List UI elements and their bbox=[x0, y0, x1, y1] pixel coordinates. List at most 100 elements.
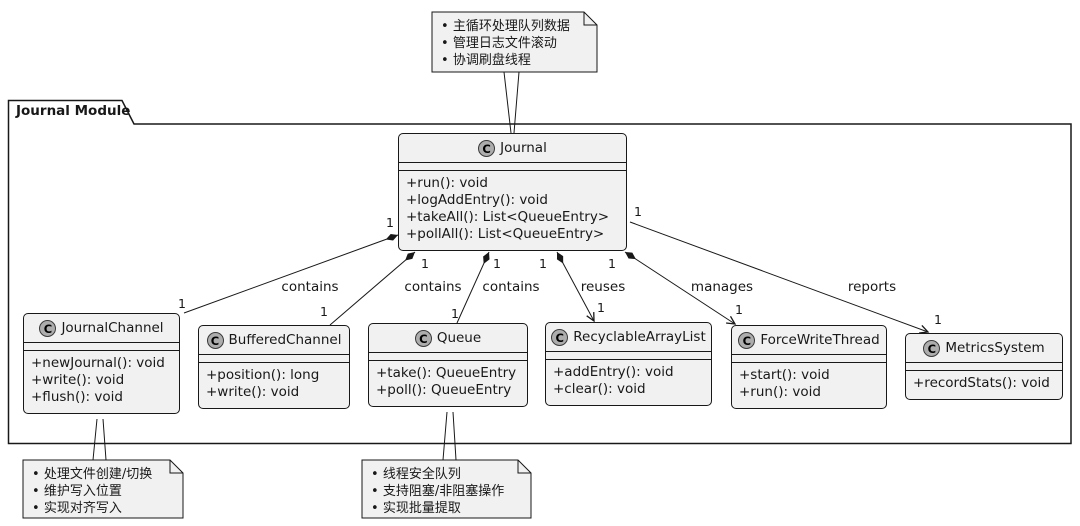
note-line: 管理日志文件滚动 bbox=[441, 35, 570, 52]
class-queue: C Queue +take(): QueueEntry+poll(): Queu… bbox=[368, 323, 528, 407]
class-forcewritethread-header: C ForceWriteThread bbox=[732, 326, 886, 354]
class-circle-icon: C bbox=[478, 139, 496, 157]
note-line: 实现对齐写入 bbox=[32, 500, 152, 517]
class-methods: +start(): void+run(): void bbox=[732, 363, 886, 408]
method-item: +newJournal(): void bbox=[31, 355, 165, 371]
multiplicity-label: 1 bbox=[539, 256, 547, 271]
class-fields-compartment bbox=[24, 342, 179, 351]
multiplicity-label: 1 bbox=[934, 312, 942, 327]
class-methods: +recordStats(): void bbox=[906, 371, 1062, 399]
class-fields-compartment bbox=[399, 162, 626, 171]
multiplicity-label: 1 bbox=[421, 256, 429, 271]
note-journalchannel: 处理文件创建/切换维护写入位置实现对齐写入 bbox=[32, 466, 152, 517]
method-item: +write(): void bbox=[31, 372, 125, 388]
edge-journal-journalchannel bbox=[183, 233, 399, 314]
class-name: Queue bbox=[436, 330, 482, 346]
class-methods: +run(): void+logAddEntry(): void+takeAll… bbox=[399, 171, 626, 250]
class-fields-compartment bbox=[906, 362, 1062, 371]
class-name: ForceWriteThread bbox=[760, 332, 880, 348]
method-item: +run(): void bbox=[406, 175, 488, 191]
class-metricssystem: C MetricsSystem +recordStats(): void bbox=[905, 333, 1063, 400]
class-journalchannel: C JournalChannel +newJournal(): void+wri… bbox=[23, 313, 180, 414]
multiplicity-label: 1 bbox=[597, 300, 605, 315]
edge-label-reports: reports bbox=[847, 279, 897, 295]
note-journal-fold-icon bbox=[583, 12, 597, 26]
edge-journal-bufferedchannel bbox=[329, 251, 416, 326]
edge-journal-recyclablearraylist bbox=[556, 251, 595, 323]
class-fields-compartment bbox=[369, 352, 527, 361]
note-line: 主循环处理队列数据 bbox=[441, 18, 570, 35]
class-name: BufferedChannel bbox=[228, 332, 342, 348]
class-circle-icon: C bbox=[39, 319, 57, 337]
class-circle-icon: C bbox=[923, 339, 941, 357]
class-recyclablearraylist-header: C RecyclableArrayList bbox=[546, 323, 711, 351]
class-fields-compartment bbox=[199, 354, 349, 363]
note-line: 线程安全队列 bbox=[371, 466, 504, 483]
note-journalchannel-fold-icon bbox=[169, 460, 183, 474]
class-journal-header: C Journal bbox=[399, 134, 626, 162]
method-item: +write(): void bbox=[206, 384, 300, 400]
class-circle-icon: C bbox=[738, 331, 756, 349]
multiplicity-label: 1 bbox=[386, 215, 394, 230]
method-item: +clear(): void bbox=[553, 381, 646, 397]
multiplicity-label: 1 bbox=[451, 306, 459, 321]
note-connector-queue bbox=[442, 411, 457, 461]
edge-label-contains-queue: contains bbox=[482, 279, 540, 295]
note-connector-journalchannel bbox=[92, 418, 107, 461]
method-item: +pollAll(): List<QueueEntry> bbox=[406, 226, 605, 242]
class-recyclablearraylist: C RecyclableArrayList +addEntry(): void+… bbox=[545, 322, 712, 406]
note-line: 实现批量提取 bbox=[371, 500, 504, 517]
note-queue: 线程安全队列支持阻塞/非阻塞操作实现批量提取 bbox=[371, 466, 504, 517]
multiplicity-label: 1 bbox=[493, 256, 501, 271]
note-journal: 主循环处理队列数据管理日志文件滚动协调刷盘线程 bbox=[441, 18, 570, 69]
class-name: Journal bbox=[500, 140, 547, 156]
class-circle-icon: C bbox=[414, 329, 432, 347]
method-item: +logAddEntry(): void bbox=[406, 192, 548, 208]
method-item: +poll(): QueueEntry bbox=[376, 382, 512, 398]
method-item: +flush(): void bbox=[31, 389, 123, 405]
class-metricssystem-header: C MetricsSystem bbox=[906, 334, 1062, 362]
note-connector-journal bbox=[503, 71, 520, 134]
edge-journal-metricssystem bbox=[629, 221, 930, 334]
note-line: 维护写入位置 bbox=[32, 483, 152, 500]
class-methods: +position(): long+write(): void bbox=[199, 363, 349, 408]
package-title: Journal Module bbox=[16, 103, 131, 119]
multiplicity-label: 1 bbox=[178, 296, 186, 311]
note-line: 支持阻塞/非阻塞操作 bbox=[371, 483, 504, 500]
method-item: +recordStats(): void bbox=[913, 375, 1050, 391]
method-item: +start(): void bbox=[739, 367, 830, 383]
multiplicity-label: 1 bbox=[735, 302, 743, 317]
edge-journal-forcewritethread bbox=[624, 251, 737, 325]
class-methods: +take(): QueueEntry+poll(): QueueEntry bbox=[369, 361, 527, 406]
method-item: +take(): QueueEntry bbox=[376, 365, 517, 381]
class-name: RecyclableArrayList bbox=[573, 329, 706, 345]
class-bufferedchannel: C BufferedChannel +position(): long+writ… bbox=[198, 325, 350, 409]
method-item: +addEntry(): void bbox=[553, 364, 674, 380]
class-forcewritethread: C ForceWriteThread +start(): void+run():… bbox=[731, 325, 887, 409]
class-name: JournalChannel bbox=[61, 320, 164, 336]
class-circle-icon: C bbox=[551, 328, 569, 346]
edge-journal-queue bbox=[456, 251, 490, 324]
class-name: MetricsSystem bbox=[945, 340, 1045, 356]
class-methods: +newJournal(): void+write(): void+flush(… bbox=[24, 351, 179, 413]
class-journalchannel-header: C JournalChannel bbox=[24, 314, 179, 342]
edge-label-manages: manages bbox=[690, 279, 754, 295]
multiplicity-label: 1 bbox=[320, 304, 328, 319]
class-circle-icon: C bbox=[206, 331, 224, 349]
edge-label-reuses: reuses bbox=[580, 279, 626, 295]
class-queue-header: C Queue bbox=[369, 324, 527, 352]
method-item: +position(): long bbox=[206, 367, 320, 383]
method-item: +takeAll(): List<QueueEntry> bbox=[406, 209, 610, 225]
class-bufferedchannel-header: C BufferedChannel bbox=[199, 326, 349, 354]
class-methods: +addEntry(): void+clear(): void bbox=[546, 360, 711, 405]
class-journal: C Journal +run(): void+logAddEntry(): vo… bbox=[398, 133, 627, 251]
multiplicity-label: 1 bbox=[634, 204, 642, 219]
multiplicity-label: 1 bbox=[608, 256, 616, 271]
class-fields-compartment bbox=[546, 351, 711, 360]
edge-label-contains-journalchannel: contains bbox=[281, 279, 339, 295]
note-line: 处理文件创建/切换 bbox=[32, 466, 152, 483]
note-line: 协调刷盘线程 bbox=[441, 52, 570, 69]
class-fields-compartment bbox=[732, 354, 886, 363]
method-item: +run(): void bbox=[739, 384, 821, 400]
